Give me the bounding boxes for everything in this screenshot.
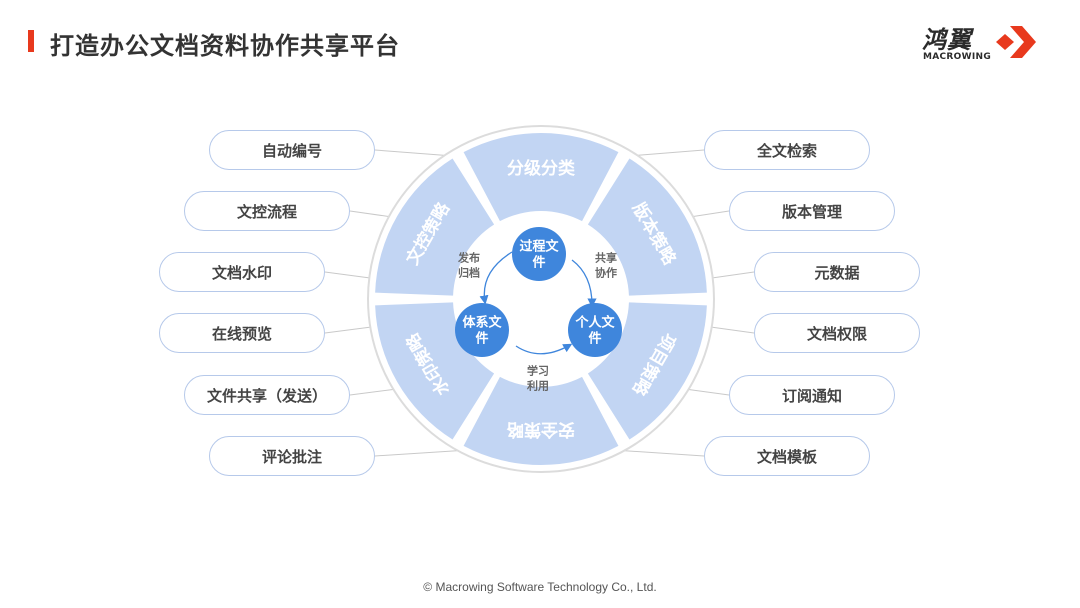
ring-segment-label: 安全策略 <box>506 419 575 440</box>
left-pill-connector <box>349 388 398 396</box>
ring-segment <box>375 302 495 440</box>
right-feature-pill: 文档权限 <box>754 313 920 353</box>
left-pill-connector <box>324 271 371 279</box>
right-feature-pill: 全文检索 <box>704 130 870 170</box>
system-file-label: 件 <box>475 331 488 347</box>
share-flow-label: 协作 <box>595 266 617 280</box>
right-feature-pill: 元数据 <box>754 252 920 292</box>
ring-segment <box>463 133 619 222</box>
learn-arrow <box>515 343 573 355</box>
publish-arrow <box>479 251 513 305</box>
left-pill-connector <box>324 326 372 334</box>
right-pill-connector <box>628 149 705 157</box>
right-pill-connector <box>613 449 705 457</box>
right-feature-pill: 订阅通知 <box>729 375 895 415</box>
left-feature-pill: 文控流程 <box>184 191 350 231</box>
system-file-label: 体系文 <box>462 315 502 331</box>
left-feature-pill: 自动编号 <box>209 130 375 170</box>
left-feature-pill: 在线预览 <box>159 313 325 353</box>
left-pill-connector <box>349 210 393 218</box>
learn-flow-label: 利用 <box>527 379 549 393</box>
ring-segment <box>587 158 707 296</box>
learn-flow-label: 学习 <box>527 364 549 378</box>
right-feature-pill: 文档模板 <box>704 436 870 476</box>
left-feature-pill: 评论批注 <box>209 436 375 476</box>
logo-name-cn: 鸿翼 <box>922 26 972 54</box>
left-feature-pill: 文档水印 <box>159 252 325 292</box>
personal-file-label: 件 <box>588 331 601 347</box>
ring-segment <box>587 302 707 440</box>
process-file-label: 件 <box>532 255 545 271</box>
publish-flow-label: 发布 <box>457 251 480 265</box>
ring-segment <box>375 158 495 296</box>
footer-copyright: © Macrowing Software Technology Co., Ltd… <box>423 580 657 594</box>
ring-segment <box>463 376 619 465</box>
personal-file-node <box>568 303 622 357</box>
left-pill-connector <box>374 149 454 157</box>
brand-logo: 鸿翼 MACROWING <box>920 20 1050 64</box>
left-feature-pill: 文件共享（发送） <box>184 375 350 415</box>
publish-flow-label: 归档 <box>458 266 480 280</box>
share-flow-label: 共享 <box>595 251 617 265</box>
right-pill-connector <box>689 210 730 218</box>
right-pill-connector <box>711 271 755 279</box>
personal-file-label: 个人文 <box>574 315 615 331</box>
ring-segment-label: 分级分类 <box>507 158 576 179</box>
right-pill-connector <box>684 388 730 396</box>
process-file-label: 过程文 <box>519 239 559 255</box>
process-file-node <box>512 227 566 281</box>
title-accent-bar <box>28 30 34 52</box>
logo-name-en: MACROWING <box>923 52 992 62</box>
right-feature-pill: 版本管理 <box>729 191 895 231</box>
page-title: 打造办公文档资料协作共享平台 <box>50 32 400 60</box>
logo-arrow-icon <box>996 26 1036 58</box>
left-pill-connector <box>374 449 469 457</box>
system-file-node <box>455 303 509 357</box>
share-arrow <box>571 259 597 308</box>
right-pill-connector <box>710 326 755 334</box>
